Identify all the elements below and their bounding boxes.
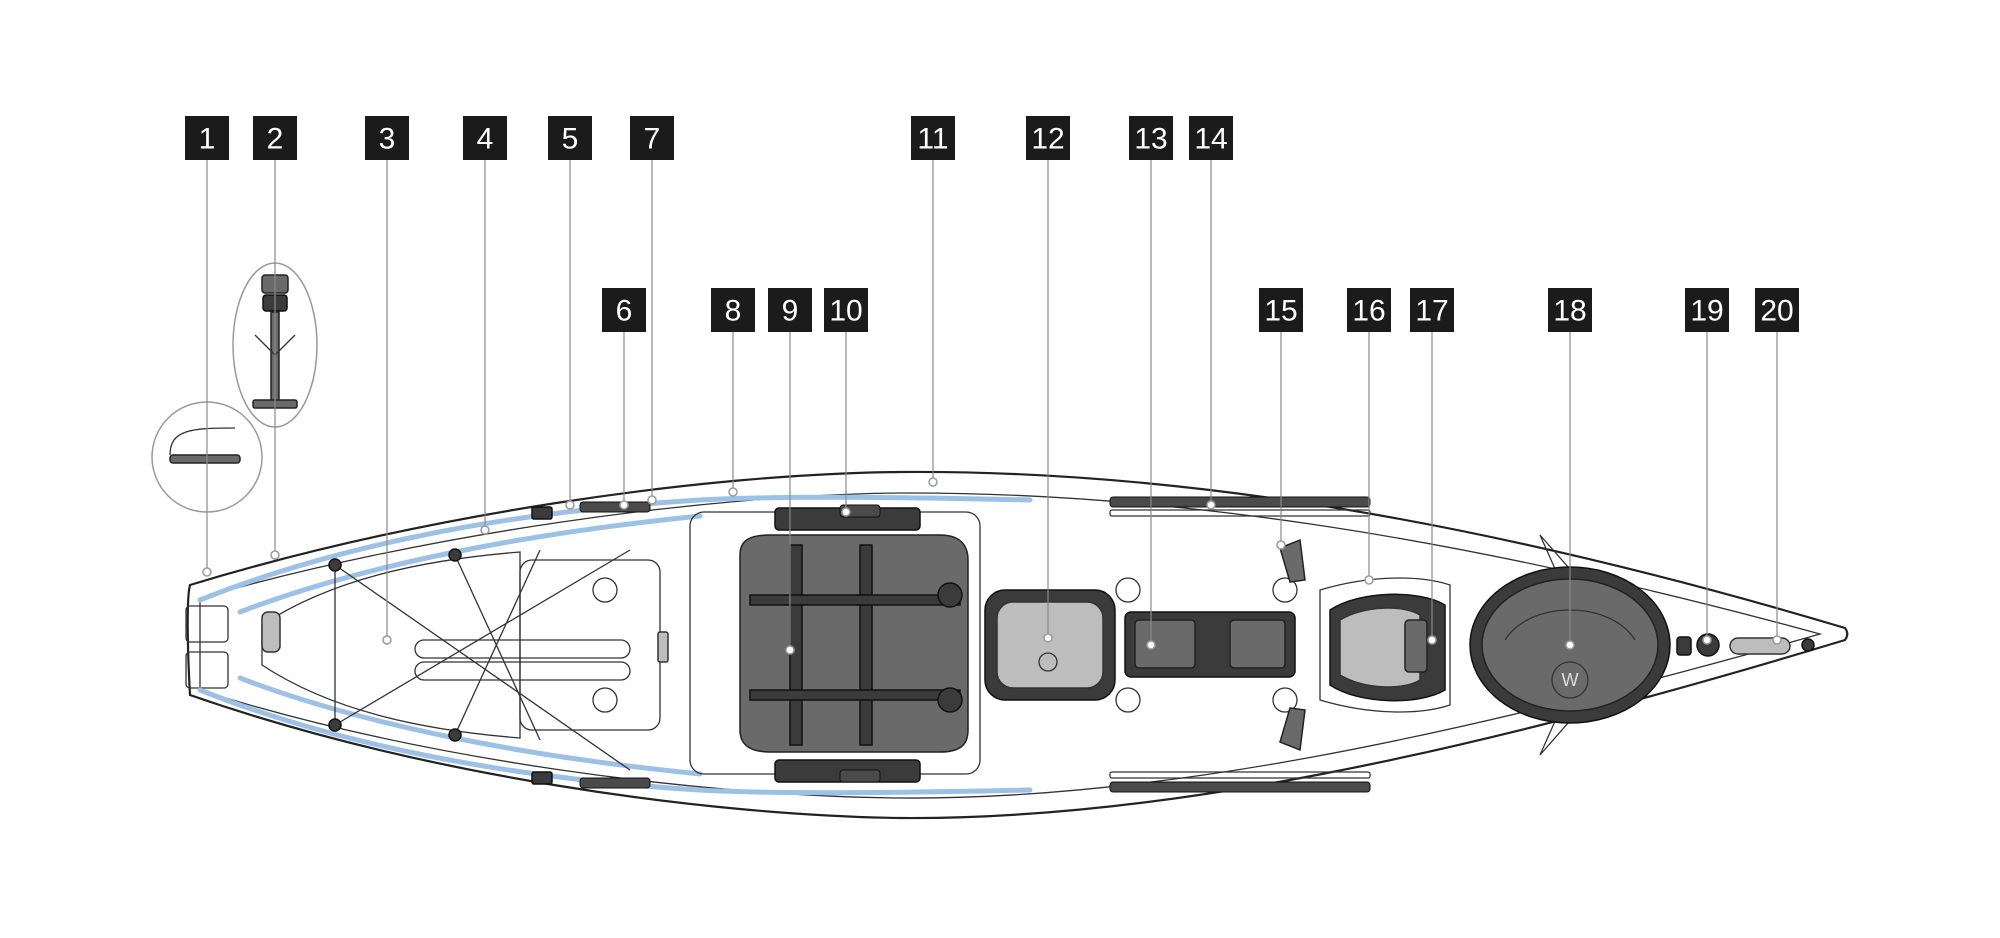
callout-8: 8 (711, 288, 755, 332)
callout-number-12: 12 (1031, 123, 1064, 156)
callout-20: 20 (1755, 288, 1799, 332)
callout-3: 3 (365, 116, 409, 160)
callout-12: 12 (1026, 116, 1070, 160)
callout-18: 18 (1548, 288, 1592, 332)
leader-dot-10 (841, 507, 851, 517)
callout-number-5: 5 (562, 123, 579, 156)
leader-dot-6 (619, 500, 629, 510)
callout-box-8 (711, 288, 755, 332)
callout-15: 15 (1259, 288, 1303, 332)
mid-console (1124, 611, 1296, 678)
callout-7: 7 (630, 116, 674, 160)
callout-box-9 (768, 288, 812, 332)
callout-4: 4 (463, 116, 507, 160)
rod-stagers (1272, 538, 1306, 752)
callout-box-7 (630, 116, 674, 160)
bow-side-rails (531, 501, 669, 789)
callout-number-13: 13 (1134, 123, 1167, 156)
callout-box-5 (548, 116, 592, 160)
callout-17: 17 (1410, 288, 1454, 332)
callout-number-8: 8 (725, 295, 742, 328)
leader-dot-7 (647, 495, 657, 505)
callout-10: 10 (824, 288, 868, 332)
leader-dot-9 (785, 645, 795, 655)
side-tracks (1109, 496, 1371, 793)
callout-number-4: 4 (477, 123, 494, 156)
callout-box-20 (1755, 288, 1799, 332)
callout-6: 6 (602, 288, 646, 332)
leader-dot-16 (1364, 575, 1374, 585)
leader-lines (202, 160, 1782, 655)
leader-dot-17 (1427, 635, 1437, 645)
callout-2: 2 (253, 116, 297, 160)
leader-dot-4 (480, 525, 490, 535)
callout-box-6 (602, 288, 646, 332)
leader-dot-12 (1043, 633, 1053, 643)
leader-dot-2 (270, 550, 280, 560)
callout-number-17: 17 (1415, 295, 1448, 328)
brand-logo-mark: W (1562, 670, 1579, 690)
callout-box-15 (1259, 288, 1303, 332)
callout-box-19 (1685, 288, 1729, 332)
callout-box-14 (1189, 116, 1233, 160)
callout-box-4 (463, 116, 507, 160)
callout-number-15: 15 (1264, 295, 1297, 328)
callout-box-13 (1129, 116, 1173, 160)
stern-storage (1319, 577, 1451, 713)
callout-box-12 (1026, 116, 1070, 160)
callout-box-16 (1347, 288, 1391, 332)
callout-number-11: 11 (917, 123, 948, 156)
callout-number-10: 10 (829, 295, 862, 328)
leader-dot-13 (1146, 640, 1156, 650)
callout-box-1 (185, 116, 229, 160)
leader-dot-1 (202, 567, 212, 577)
callout-number-1: 1 (199, 123, 216, 156)
leader-dot-18 (1565, 640, 1575, 650)
callout-number-6: 6 (616, 295, 633, 328)
callout-box-11 (911, 116, 955, 160)
callout-9: 9 (768, 288, 812, 332)
callout-number-2: 2 (267, 123, 284, 156)
seat-area (689, 504, 981, 783)
callout-number-14: 14 (1194, 123, 1227, 156)
callout-number-20: 20 (1760, 295, 1793, 328)
callout-number-3: 3 (379, 123, 396, 156)
leader-dot-3 (382, 635, 392, 645)
callout-box-17 (1410, 288, 1454, 332)
leader-dot-11 (928, 477, 938, 487)
callout-number-9: 9 (782, 295, 799, 328)
callout-11: 11 (911, 116, 955, 160)
leader-dot-20 (1772, 635, 1782, 645)
callout-number-18: 18 (1553, 295, 1586, 328)
front-tankwell (261, 548, 661, 771)
leader-dot-15 (1276, 540, 1286, 550)
leader-dot-8 (728, 487, 738, 497)
leader-dot-5 (565, 500, 575, 510)
callout-number-16: 16 (1352, 295, 1385, 328)
callout-box-3 (365, 116, 409, 160)
callout-number-19: 19 (1690, 295, 1723, 328)
leader-dot-14 (1206, 500, 1216, 510)
callout-box-18 (1548, 288, 1592, 332)
callout-number-7: 7 (644, 123, 661, 156)
callout-13: 13 (1129, 116, 1173, 160)
callout-19: 19 (1685, 288, 1729, 332)
callout-box-10 (824, 288, 868, 332)
callout-box-2 (253, 116, 297, 160)
callout-1: 1 (185, 116, 229, 160)
callout-16: 16 (1347, 288, 1391, 332)
leader-dot-19 (1702, 635, 1712, 645)
callout-14: 14 (1189, 116, 1233, 160)
callout-5: 5 (548, 116, 592, 160)
center-hatch (984, 577, 1141, 713)
